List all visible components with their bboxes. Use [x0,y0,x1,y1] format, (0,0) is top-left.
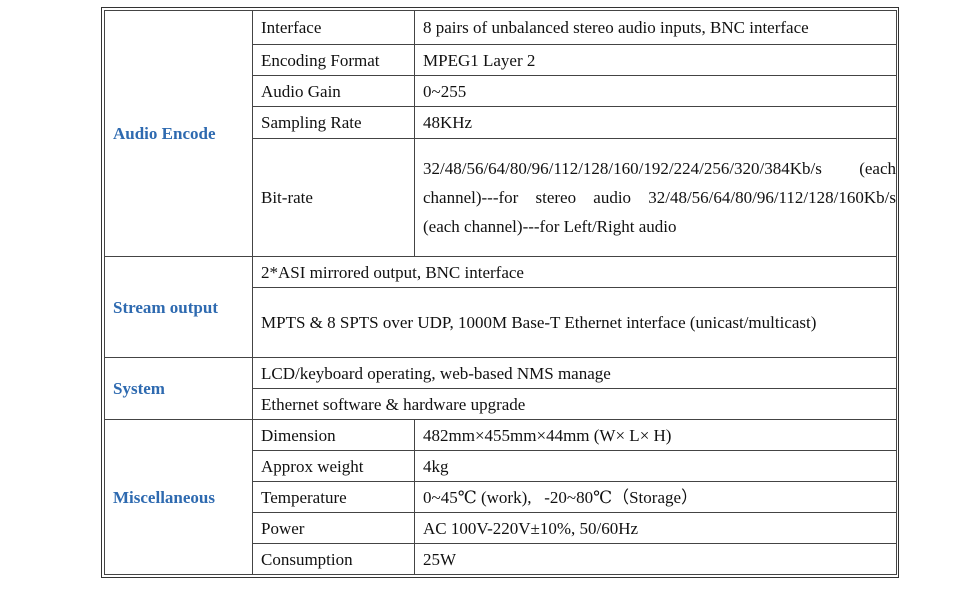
spec-value: 48KHz [414,106,897,139]
spec-label: Dimension [252,419,415,451]
spec-label: Consumption [252,543,415,575]
table-row: Power AC 100V-220V±10%, 50/60Hz [105,512,897,544]
spec-value: AC 100V-220V±10%, 50/60Hz [414,512,897,544]
spec-value: 0~255 [414,75,897,107]
table-frame [101,7,899,578]
table-row: Stream output 2*ASI mirrored output, BNC… [104,256,897,358]
table-row: Encoding Format MPEG1 Layer 2 [105,44,897,76]
spec-label: Encoding Format [252,44,415,76]
spec-label: Bit-rate [252,138,415,257]
table-row: MPTS & 8 SPTS over UDP, 1000M Base-T Eth… [105,287,897,358]
spec-value: LCD/keyboard operating, web-based NMS ma… [252,357,897,389]
spec-value: Ethernet software & hardware upgrade [252,388,897,420]
spec-label: Interface [252,10,415,45]
spec-value: 32/48/56/64/80/96/112/128/160/192/224/25… [414,138,897,257]
spec-value: 4kg [414,450,897,482]
section-title-miscellaneous: Miscellaneous [104,419,253,575]
table-row: System LCD/keyboard operating, web-based… [104,357,897,420]
spec-label: Sampling Rate [252,106,415,139]
spec-value: 25W [414,543,897,575]
table-row: Miscellaneous Dimension 482mm×455mm×44mm… [104,419,897,575]
table-row: Sampling Rate 48KHz [105,106,897,139]
spec-value: MPTS & 8 SPTS over UDP, 1000M Base-T Eth… [252,287,897,358]
spec-value: 0~45℃ (work), -20~80℃（Storage） [414,481,897,513]
spec-value: 8 pairs of unbalanced stereo audio input… [414,10,897,45]
table-row: Audio Gain 0~255 [105,75,897,107]
spec-value: MPEG1 Layer 2 [414,44,897,76]
spec-label: Audio Gain [252,75,415,107]
section-title-audio-encode: Audio Encode [104,10,253,257]
spec-label: Temperature [252,481,415,513]
section-title-system: System [104,357,253,420]
section-title-stream-output: Stream output [104,256,253,358]
table-row: Approx weight 4kg [105,450,897,482]
spec-value: 482mm×455mm×44mm (W× L× H) [414,419,897,451]
spec-label: Approx weight [252,450,415,482]
table-row: Audio Encode Interface 8 pairs of unbala… [104,10,897,257]
spec-label: Power [252,512,415,544]
spec-table: Audio Encode Interface 8 pairs of unbala… [104,10,897,575]
spec-value: 2*ASI mirrored output, BNC interface [252,256,897,288]
table-row: Bit-rate 32/48/56/64/80/96/112/128/160/1… [105,138,897,257]
table-row: Consumption 25W [105,543,897,575]
